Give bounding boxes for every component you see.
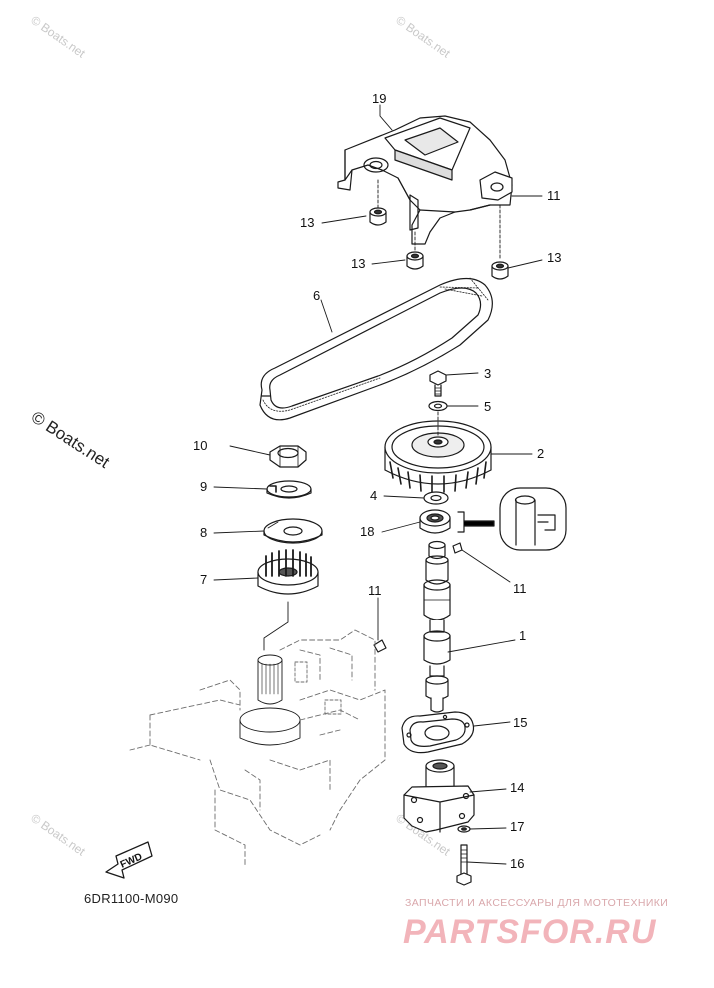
watermark-bottom-left: © Boats.net [28, 811, 88, 859]
grommet-13c [491, 261, 509, 280]
callout-5: 5 [484, 399, 491, 414]
callout-17: 17 [510, 819, 524, 834]
callout-4: 4 [370, 488, 377, 503]
callout-13b: 13 [351, 256, 365, 271]
callout-13c: 13 [547, 250, 561, 265]
driven-pulley-2 [384, 411, 492, 493]
seal-orientation-detail [457, 487, 567, 551]
forward-arrow-icon [105, 841, 153, 879]
washer-5 [428, 400, 448, 412]
callout-16: 16 [510, 856, 524, 871]
watermark-top-right: © Boats.net [393, 13, 453, 61]
leader-lines [213, 104, 543, 865]
callout-15: 15 [513, 715, 527, 730]
callout-19: 19 [372, 91, 386, 106]
grommet-13b [406, 251, 424, 270]
callout-12: 11 [547, 188, 561, 203]
timing-belt [259, 277, 493, 421]
plate-8 [263, 518, 323, 544]
callout-11a: 11 [368, 583, 382, 598]
watermark-main: © Boats.net [28, 407, 113, 472]
watermark-top-left: © Boats.net [28, 13, 88, 61]
callout-numbers: 19 11 13 13 13 6 3 5 10 2 9 4 8 18 7 11 … [193, 91, 561, 871]
callout-8: 8 [200, 525, 207, 540]
oil-pump-14 [403, 759, 475, 833]
callout-18: 18 [360, 524, 374, 539]
bolt-16 [456, 844, 472, 886]
diagram-code: 6DR1100-M090 [84, 891, 179, 906]
washer-4 [423, 491, 449, 505]
callout-2: 2 [537, 446, 544, 461]
bolt-3 [429, 370, 447, 397]
camshaft-1 [423, 540, 463, 713]
timing-belt-cover [337, 115, 513, 245]
gasket-15 [401, 711, 475, 754]
banner-brand-logo: PARTSFOR.RU [403, 913, 657, 951]
callout-1: 1 [519, 628, 526, 643]
callout-7: 7 [200, 572, 207, 587]
callout-13a: 13 [300, 215, 314, 230]
banner-tagline: ЗАПЧАСТИ И АКСЕССУАРЫ ДЛЯ МОТОТЕХНИКИ [405, 897, 669, 909]
callout-3: 3 [484, 366, 491, 381]
engine-block-outline [129, 629, 386, 866]
callout-10: 10 [193, 438, 207, 453]
drive-gear-7 [257, 549, 319, 651]
callout-11b: 11 [513, 581, 527, 596]
callout-9: 9 [200, 479, 207, 494]
washer-9 [266, 480, 312, 499]
nut-10 [269, 445, 307, 468]
key-11 [373, 639, 387, 653]
washer-17 [457, 825, 471, 833]
callout-14: 14 [510, 780, 524, 795]
callout-6: 6 [313, 288, 320, 303]
grommet-13a [369, 207, 387, 226]
oil-seal-18 [419, 509, 451, 534]
